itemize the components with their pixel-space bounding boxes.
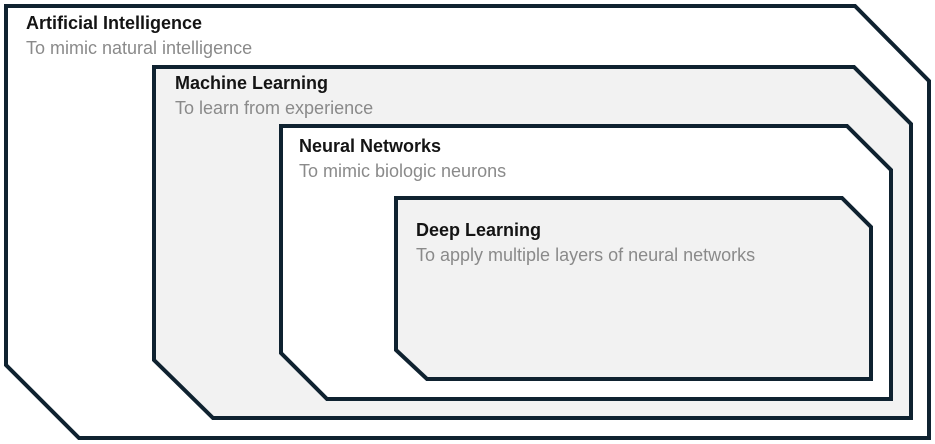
layer-ai-description: To mimic natural intelligence <box>26 38 252 58</box>
layer-dl-description: To apply multiple layers of neural netwo… <box>416 245 755 265</box>
layer-deep-learning: Deep Learning To apply multiple layers o… <box>394 196 873 381</box>
layer-ml-title: Machine Learning <box>175 73 328 93</box>
layer-dl-title: Deep Learning <box>416 220 541 240</box>
layer-ai-title: Artificial Intelligence <box>26 13 202 33</box>
layer-nn-description: To mimic biologic neurons <box>299 161 506 181</box>
layer-ml-description: To learn from experience <box>175 98 373 118</box>
layer-nn-title: Neural Networks <box>299 136 441 156</box>
layer-dl-shape <box>394 196 873 381</box>
